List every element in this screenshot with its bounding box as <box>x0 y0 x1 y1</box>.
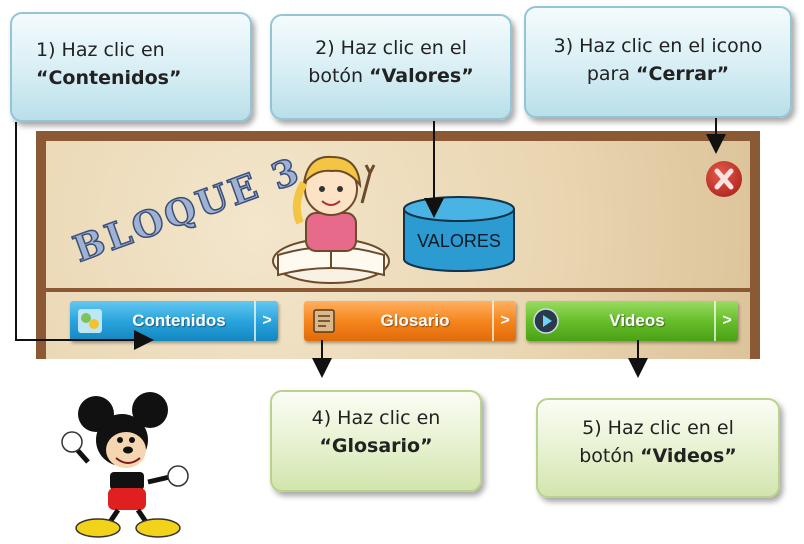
contenidos-arrow-icon: > <box>254 301 278 341</box>
contenidos-icon <box>78 309 102 333</box>
callout-contenidos-bold: “Contenidos” <box>36 67 182 89</box>
glosario-button[interactable]: Glosario > <box>304 301 516 341</box>
callout-videos-line1: 5) Haz clic en el <box>582 417 734 439</box>
callout-glosario-line1: 4) Haz clic en <box>311 407 441 429</box>
glosario-arrow-icon: > <box>492 301 516 341</box>
callout-videos-prefix: botón <box>579 445 641 467</box>
callout-cerrar: 3) Haz clic en el icono para “Cerrar” <box>524 6 792 118</box>
videos-play-icon <box>533 308 559 334</box>
videos-button[interactable]: Videos > <box>526 301 738 341</box>
callout-valores-line1: 2) Haz clic en el <box>315 37 467 59</box>
callout-valores-prefix: botón <box>308 65 370 87</box>
contenidos-label: Contenidos <box>132 311 226 330</box>
contenidos-button[interactable]: Contenidos > <box>70 301 278 341</box>
girl-reading-illustration <box>272 155 390 284</box>
arrow-to-contenidos <box>15 122 154 350</box>
callout-cerrar-bold: “Cerrar” <box>636 63 730 85</box>
glosario-icon <box>313 309 335 333</box>
callout-contenidos: 1) Haz clic en “Contenidos” <box>10 12 252 122</box>
close-button[interactable] <box>706 161 742 197</box>
mickey-mouse-illustration <box>61 392 189 538</box>
callout-valores: 2) Haz clic en el botón “Valores” <box>270 14 512 120</box>
glosario-label: Glosario <box>380 311 450 330</box>
header-divider <box>46 288 750 292</box>
valores-label: VALORES <box>417 231 501 251</box>
app-window: BLOQUE 3 VALORES <box>36 131 760 359</box>
callout-glosario-bold: “Glosario” <box>319 435 433 457</box>
callout-contenidos-line1: 1) Haz clic en <box>36 39 165 61</box>
callout-cerrar-line1: 3) Haz clic en el icono <box>553 35 763 57</box>
videos-label: Videos <box>609 311 665 330</box>
callout-videos-bold: “Videos” <box>640 445 737 467</box>
close-x-icon <box>714 168 734 190</box>
videos-arrow-icon: > <box>714 301 738 341</box>
callout-cerrar-prefix: para <box>586 63 637 85</box>
callout-glosario: 4) Haz clic en “Glosario” <box>270 390 482 492</box>
callout-valores-bold: “Valores” <box>369 65 474 87</box>
callout-videos: 5) Haz clic en el botón “Videos” <box>536 398 780 498</box>
